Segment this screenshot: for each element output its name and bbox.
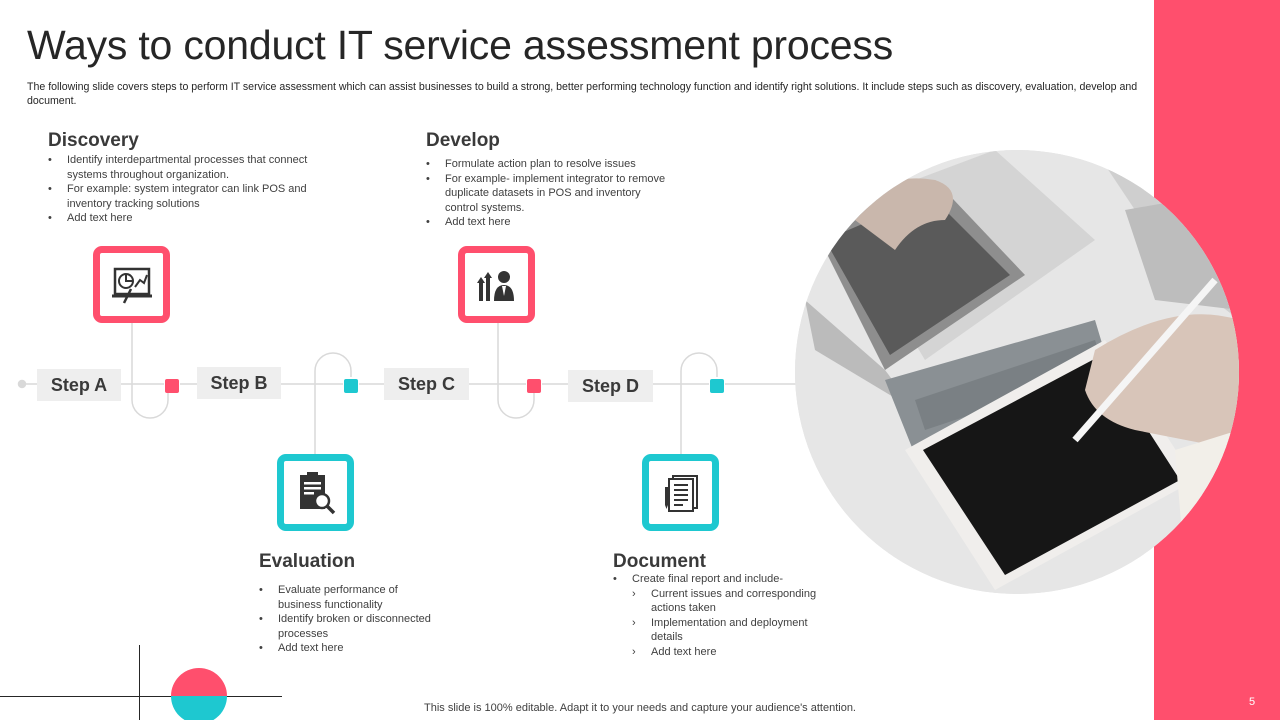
develop-bullets: Formulate action plan to resolve issues … [426,157,676,230]
document-intro: Create final report and include- [632,573,784,585]
list-item: Add text here [48,211,308,226]
timeline-connectors [17,322,800,456]
decorative-circle [171,668,227,720]
page-title: Ways to conduct IT service assessment pr… [27,22,893,68]
discovery-icon-box [93,246,170,323]
list-item: Formulate action plan to resolve issues [426,157,676,172]
step-c-marker [527,379,541,393]
step-a-marker [165,379,179,393]
discovery-heading: Discovery [48,130,139,151]
list-item: Add text here [632,645,823,660]
footer-note: This slide is 100% editable. Adapt it to… [424,702,856,714]
list-item: Identify interdepartmental processes tha… [48,153,308,182]
list-item: Evaluate performance of business functio… [259,583,439,612]
list-item: Identify broken or disconnected processe… [259,612,439,641]
list-item: Implementation and deployment details [632,616,823,645]
discovery-bullets: Identify interdepartmental processes tha… [48,153,308,226]
step-b-label: Step B [197,367,281,399]
evaluation-icon-box [277,454,354,531]
step-b-marker [344,379,358,393]
develop-icon-box [458,246,535,323]
step-c-label: Step C [384,368,469,400]
step-a-label: Step A [37,369,121,401]
document-icon-box [642,454,719,531]
decorative-vertical-line [139,645,140,720]
document-heading: Document [613,551,706,572]
presentation-chart-icon [111,267,152,304]
growth-businessman-icon [476,270,514,301]
slide-number: 5 [1248,696,1256,708]
evaluation-heading: Evaluation [259,551,356,572]
list-item: Create final report and include- Current… [613,572,823,659]
list-item: For example- implement integrator to rem… [426,172,676,216]
document-search-icon [299,471,335,514]
document-pages-icon [664,474,698,512]
laptop-tablet-photo [795,150,1239,594]
step-d-marker [710,379,724,393]
list-item: Current issues and corresponding actions… [632,587,823,616]
page-description: The following slide covers steps to perf… [27,81,1138,107]
list-item: Add text here [426,215,676,230]
document-subbullets: Current issues and corresponding actions… [632,587,823,660]
evaluation-bullets: Evaluate performance of business functio… [259,583,439,656]
decorative-horizontal-line [0,696,282,697]
document-bullets: Create final report and include- Current… [613,572,823,659]
list-item: For example: system integrator can link … [48,182,308,211]
step-d-label: Step D [568,370,653,402]
develop-heading: Develop [426,130,500,151]
list-item: Add text here [259,641,439,656]
